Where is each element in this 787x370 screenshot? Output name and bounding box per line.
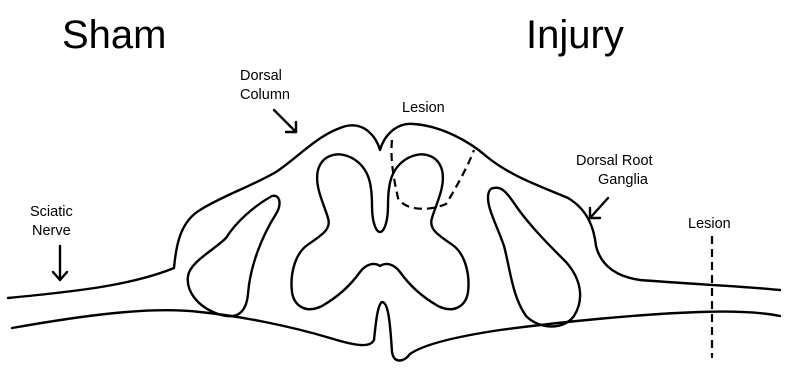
lesion-dorsal-dashed [391, 140, 474, 209]
sciatic-nerve-label-1: Sciatic [30, 204, 73, 220]
sciatic-nerve-label-2: Nerve [32, 223, 71, 239]
lesion-top-label: Lesion [402, 100, 445, 116]
dorsal-root-label-2: Ganglia [598, 172, 649, 188]
outer-bottom-outline [12, 302, 780, 361]
gray-matter [292, 154, 469, 309]
injury-title: Injury [526, 13, 624, 57]
outer-top-outline [8, 124, 780, 298]
dorsal-root-label-1: Dorsal Root [576, 153, 653, 169]
dorsal-column-label-2: Column [240, 87, 290, 103]
lesion-right-label: Lesion [688, 216, 731, 232]
sciatic-nerve-arrow-icon [53, 246, 67, 280]
sham-title: Sham [62, 13, 167, 57]
dorsal-column-label-1: Dorsal [240, 68, 282, 84]
dorsal-root-arrow-icon [590, 198, 608, 218]
right-ganglion [488, 188, 580, 327]
dorsal-column-arrow-icon [274, 110, 296, 132]
left-ganglion [188, 196, 280, 316]
